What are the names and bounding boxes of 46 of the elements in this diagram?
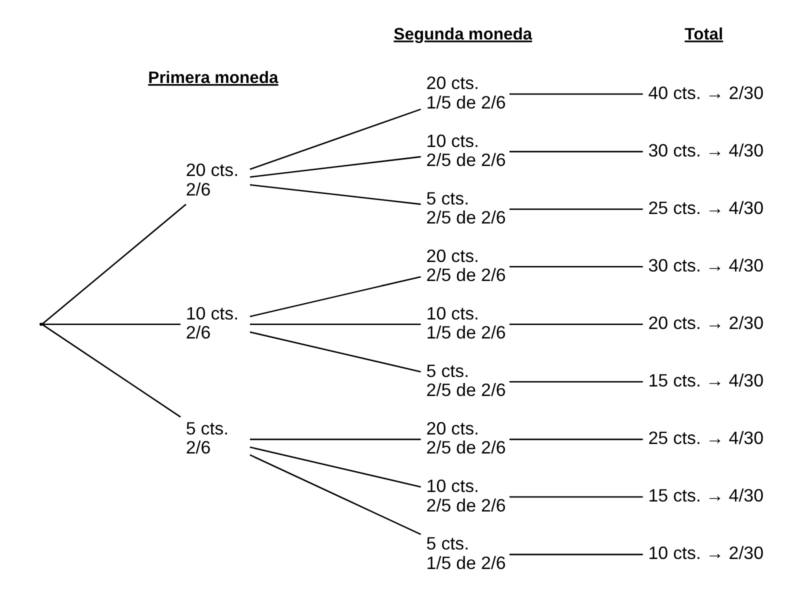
connector	[249, 108, 421, 170]
node-text: 10 cts. 1/5 de 2/6	[426, 303, 506, 343]
node-text: 5 cts. 2/6	[185, 418, 228, 458]
connector	[508, 93, 642, 95]
node-text: 5 cts. 1/5 de 2/6	[426, 534, 506, 573]
connector	[249, 438, 420, 440]
connector	[249, 331, 420, 372]
node-text: 10 cts. 2/6	[185, 303, 238, 343]
node-text: 25 cts. → 4/30	[648, 198, 764, 218]
node-text: 30 cts. → 4/30	[648, 255, 764, 276]
connector	[508, 438, 642, 440]
node-text: 40 cts. → 2/30	[648, 82, 764, 103]
node-text: 20 cts. 2/5 de 2/6	[426, 246, 506, 286]
connector	[42, 324, 180, 325]
connector	[508, 266, 642, 268]
node-text: 10 cts. 2/5 de 2/6	[426, 476, 506, 516]
connector	[249, 446, 420, 488]
connector	[508, 554, 642, 556]
connector	[508, 324, 642, 325]
node-text: 15 cts. → 4/30	[648, 370, 764, 391]
connector	[249, 276, 420, 318]
label: Segunda moneda	[393, 24, 532, 44]
label: Primera moneda	[148, 68, 278, 88]
connector	[249, 454, 421, 536]
node-text: 5 cts. 2/5 de 2/6	[426, 188, 506, 228]
node-text: 20 cts. 2/5 de 2/6	[426, 418, 506, 458]
connector	[249, 184, 420, 205]
node-text: 10 cts. → 2/30	[648, 543, 764, 564]
node-point	[38, 322, 42, 326]
connector	[41, 204, 186, 325]
connector	[41, 324, 180, 418]
node-text: 15 cts. → 4/30	[648, 486, 764, 506]
node-text: 20 cts. 2/6	[185, 160, 238, 200]
label: Total	[684, 24, 723, 44]
node-text: 5 cts. 2/5 de 2/6	[426, 360, 506, 400]
node-text: 30 cts. → 4/30	[648, 140, 764, 160]
node-text: 20 cts. 1/5 de 2/6	[426, 73, 506, 112]
connector	[508, 208, 642, 210]
connector	[508, 496, 642, 498]
node-text: 10 cts. 2/5 de 2/6	[426, 130, 506, 170]
connector	[508, 150, 642, 152]
connector	[508, 381, 642, 383]
node-text: 25 cts. → 4/30	[648, 428, 764, 448]
connector	[249, 156, 420, 178]
connector	[249, 324, 420, 325]
node-text: 20 cts. → 2/30	[648, 313, 764, 334]
